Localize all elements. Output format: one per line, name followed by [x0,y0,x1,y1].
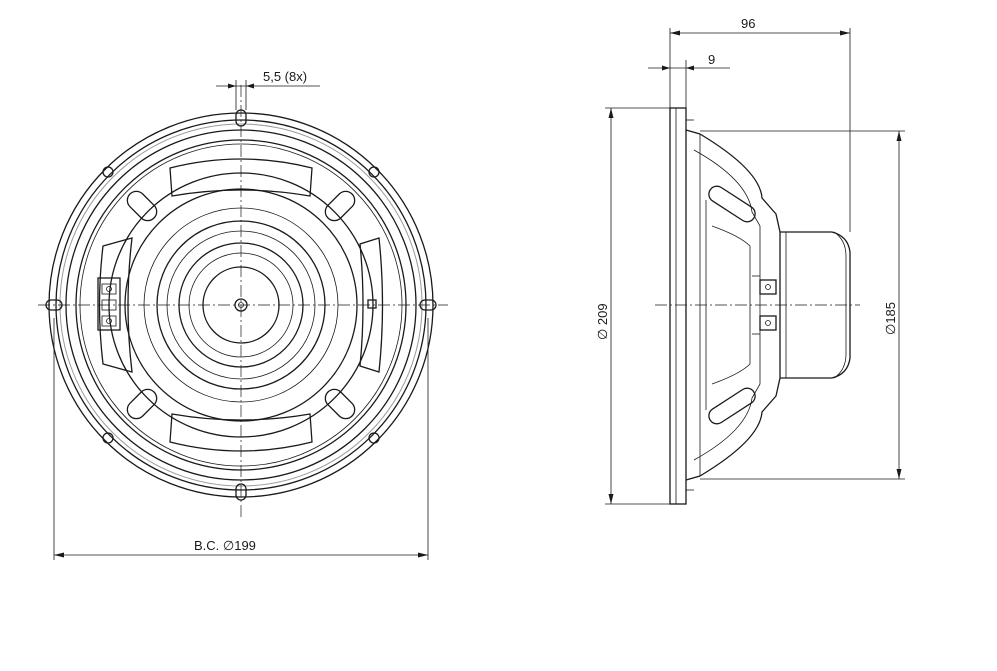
cutout-diameter-dimension: ∅185 [700,130,905,480]
bolt-circle-label: B.C. ∅199 [194,538,256,553]
hole-dimension: 5,5 (8x) [216,69,320,110]
depth-dimension: 96 [669,16,851,232]
side-view: 96 9 ∅ 209 ∅185 [595,16,905,505]
flange-dimension: 9 [648,52,730,108]
flange-thickness-label: 9 [708,52,715,67]
bolt-circle-dimension: B.C. ∅199 [53,318,429,560]
cutout-diameter-label: ∅185 [883,302,898,335]
outer-diameter-dimension: ∅ 209 [595,107,670,505]
basket-spokes [126,190,356,420]
terminal-block [97,277,377,331]
side-terminals [752,275,777,335]
depth-label: 96 [741,16,755,31]
front-view: 5,5 (8x) B.C. ∅199 [38,69,448,560]
outer-diameter-label: ∅ 209 [595,303,610,340]
hole-spec-label: 5,5 (8x) [263,69,307,84]
side-flange [669,107,687,505]
